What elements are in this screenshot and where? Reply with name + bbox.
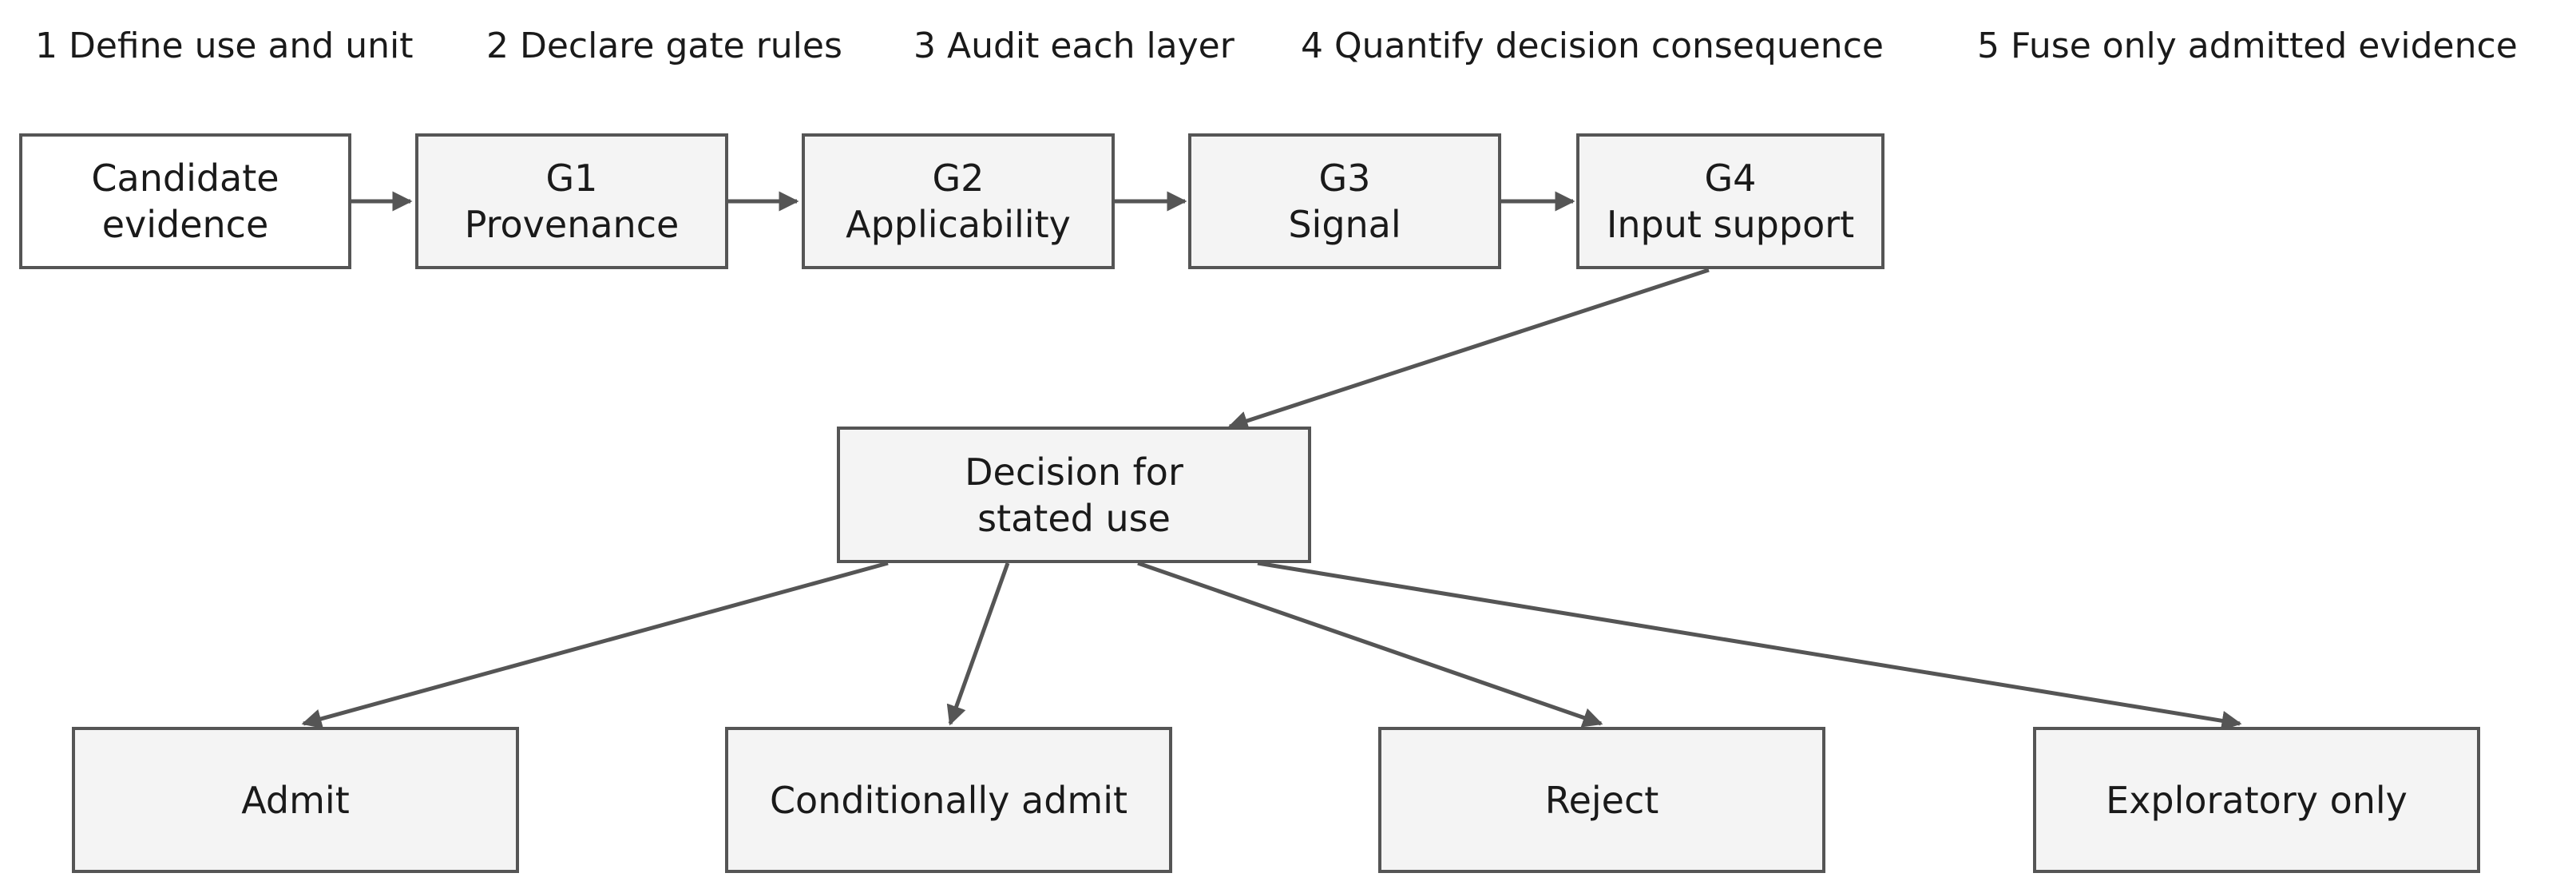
- process-steps: 1 Define use and unit 2 Declare gate rul…: [35, 22, 2576, 70]
- node-candidate-evidence: Candidate evidence: [19, 133, 351, 269]
- edge-decision-conditional: [946, 562, 1010, 726]
- edge-decision-reject: [1137, 561, 1603, 728]
- node-conditionally-admit: Conditionally admit: [725, 727, 1172, 873]
- edge-decision-admit: [301, 561, 889, 729]
- node-g4-input-support: G4 Input support: [1576, 133, 1884, 269]
- step-3: 3 Audit each layer: [913, 26, 1234, 66]
- node-g3-signal: G3 Signal: [1188, 133, 1501, 269]
- step-4: 4 Quantify decision consequence: [1301, 26, 1884, 66]
- node-exploratory-only: Exploratory only: [2033, 727, 2480, 873]
- node-decision: Decision for stated use: [837, 427, 1311, 563]
- step-2: 2 Declare gate rules: [486, 26, 842, 66]
- node-admit: Admit: [72, 727, 519, 873]
- step-1: 1 Define use and unit: [35, 26, 414, 66]
- node-reject: Reject: [1378, 727, 1825, 873]
- edge-g4-decision: [1227, 268, 1710, 431]
- step-5: 5 Fuse only admitted evidence: [1977, 26, 2518, 66]
- node-g2-applicability: G2 Applicability: [802, 133, 1115, 269]
- node-g1-provenance: G1 Provenance: [415, 133, 728, 269]
- edge-decision-exploratory: [1257, 561, 2242, 731]
